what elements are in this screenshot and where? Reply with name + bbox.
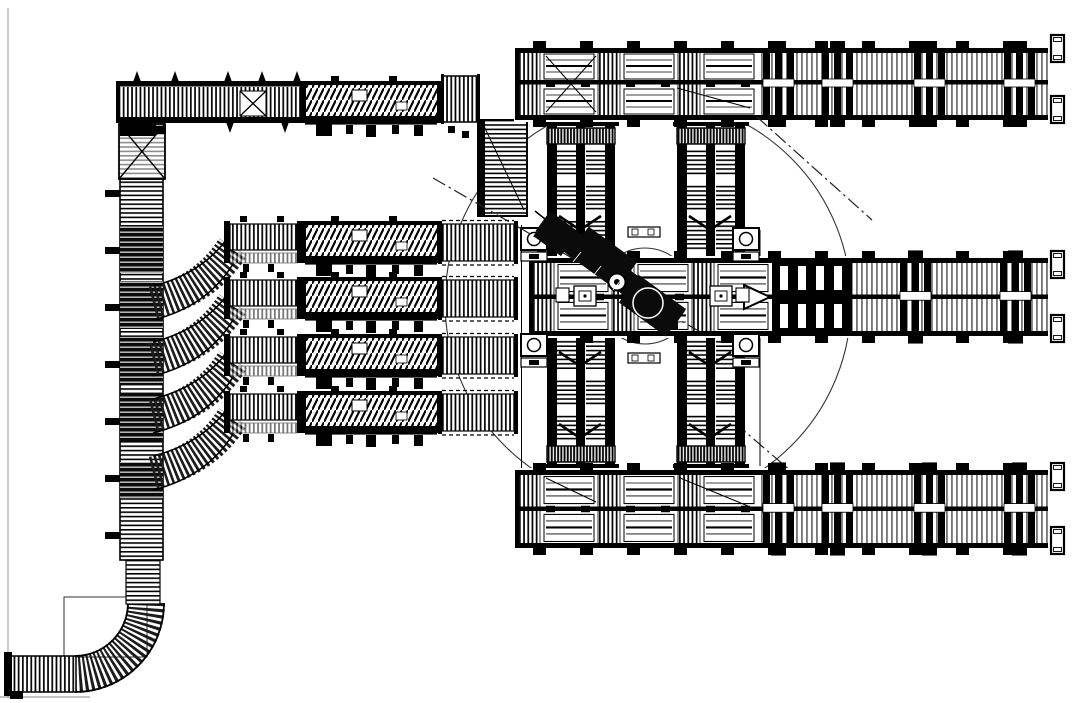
exit-tail-conveyor (4, 652, 77, 699)
spine-conveyor (105, 178, 164, 605)
spine-dark-blocks (120, 225, 163, 498)
vertical-unit-bottom-left (542, 331, 620, 471)
roller-connector (441, 74, 480, 138)
outfeed-line-bottom (514, 461, 1066, 557)
cell-mounting-plates (627, 226, 661, 364)
dashdot-centerlines (432, 116, 873, 335)
exit-curve-conveyor (74, 602, 165, 693)
end-stop-plate (1049, 525, 1066, 556)
transfer-chute (477, 119, 528, 217)
reference-rectangle (63, 596, 148, 658)
end-stop-plate (1049, 461, 1066, 492)
belt-conveyor-top (300, 75, 443, 138)
infeed-roller-conveyor (116, 71, 304, 136)
spine-mounting-lugs (105, 190, 120, 539)
branch-conveyor-rows (224, 216, 518, 447)
pallet-fixtures (555, 285, 750, 307)
outfeed-line-top (514, 33, 1066, 128)
end-stop-plate (1049, 94, 1066, 125)
flow-chevrons (558, 214, 732, 440)
branch-row (224, 329, 518, 390)
outfeed-line-middle (528, 226, 1066, 364)
sheet-frame (0, 8, 90, 698)
end-stop-plate (1049, 33, 1066, 64)
branch-row (224, 216, 518, 277)
robot-arm (533, 210, 686, 337)
branch-row (224, 386, 518, 447)
end-stop-plate (1049, 313, 1066, 344)
branch-row (224, 272, 518, 333)
end-stop-plate (1049, 249, 1066, 280)
merge-curve-conveyors (153, 230, 233, 490)
